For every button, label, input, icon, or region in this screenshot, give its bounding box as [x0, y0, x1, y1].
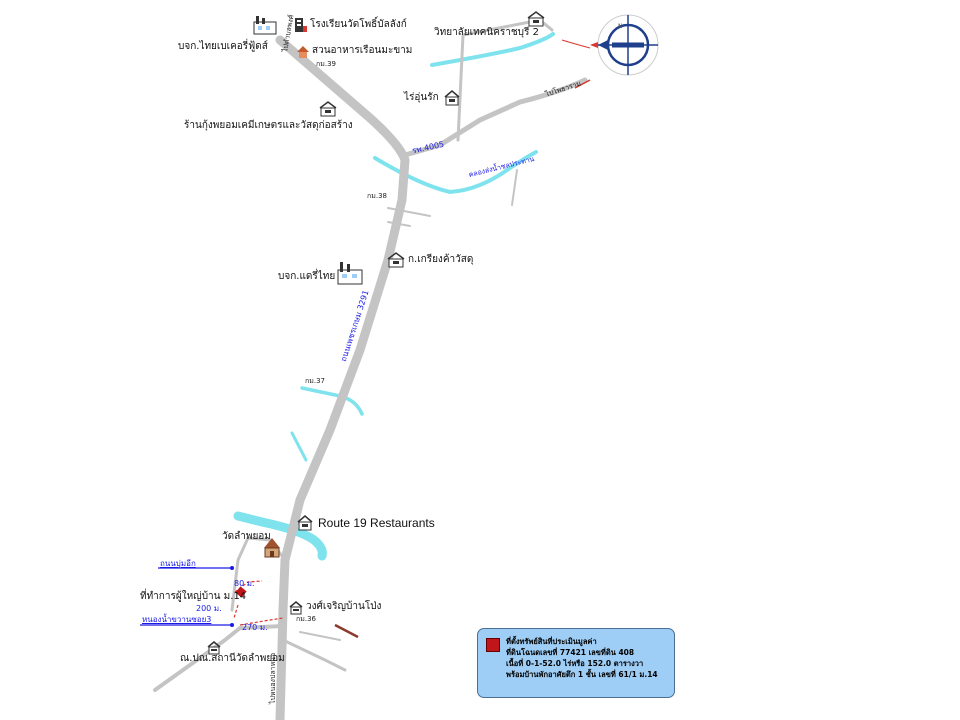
label-km38: กม.38: [367, 192, 387, 200]
shop-icon: [443, 90, 461, 106]
brown-lane: [334, 623, 359, 639]
label-wong-shop: วงศ์เจริญบ้านโป่ง: [306, 601, 382, 612]
canal-mid: [373, 150, 538, 195]
label-km39: กม.39: [316, 60, 336, 68]
canal-small: [290, 431, 308, 462]
label-post-office: ณ.ปณ.สถานีวัดลำพยอม: [180, 653, 285, 664]
label-garden-restaurant: สวนอาหารเรือนมะขาม: [312, 45, 413, 56]
shop-icon: [296, 515, 314, 531]
canal-km37: [300, 386, 364, 416]
legend-line-3: เนื้อที่ 0-1-52.0 ไร่หรือ 152.0 ตารางวา: [506, 658, 644, 668]
label-restaurants: Route 19 Restaurants: [318, 516, 435, 530]
school-icon: [294, 16, 308, 34]
label-wat: วัดลำพยอม: [222, 531, 271, 542]
legend-line-1: ที่ตั้งทรัพย์สินที่ประเมินมูลค่า: [506, 637, 597, 646]
subject-marker-swatch: [486, 638, 500, 652]
legend-line-2: ที่ดินโฉนดเลขที่ 77421 เลขที่ดิน 408: [506, 647, 635, 657]
label-km36: กม.36: [296, 615, 316, 623]
canal-wat: [233, 511, 327, 561]
label-shrimp-shop: ร้านกุ้งพยอมเคมีเกษตรและวัสดุก่อสร้าง: [184, 120, 353, 131]
shop-icon: [526, 10, 546, 28]
label-dist80: 80 ม.: [234, 579, 255, 588]
label-village-soi: หนองน้ำขวานซอย3: [142, 615, 212, 624]
compass-icon: N: [590, 14, 659, 76]
road-km38: [387, 207, 431, 217]
label-km37: กม.37: [305, 377, 325, 385]
legend-line-4: พร้อมบ้านพักอาศัยตึก 1 ชั้น เลขที่ 61/1 …: [506, 669, 658, 679]
label-dist270: 270 ม.: [242, 623, 268, 632]
svg-text:N: N: [618, 23, 623, 30]
road-right-spur: [511, 169, 518, 206]
factory-icon: [336, 260, 364, 286]
road-km38-b: [387, 221, 411, 227]
label-headman-office: ที่ทำการผู้ใหญ่บ้าน ม.14: [140, 591, 247, 602]
main-highway: [275, 35, 410, 720]
road-left-loop: [153, 624, 285, 692]
canal-top: [430, 32, 555, 67]
road-lower-right-b: [299, 631, 341, 641]
label-bottom-highway: ไปหนองปลาหมอ: [269, 652, 278, 705]
shop-icon: [318, 100, 338, 118]
shop-icon: [288, 600, 304, 615]
road-college: [456, 18, 554, 142]
legend-box: ที่ตั้งทรัพย์สินที่ประเมินมูลค่า ที่ดินโ…: [477, 628, 675, 698]
label-school: โรงเรียนวัดโพธิ์บัลลังก์: [310, 19, 407, 30]
label-kriang-shop: ก.เกรียงค้าวัสดุ: [408, 254, 474, 265]
shop-icon: [206, 640, 222, 655]
label-road-left: ถนนบุ่มอีก: [160, 559, 196, 568]
canals: [233, 32, 555, 561]
label-rai-uncle: ไร่อุ่นรัก: [404, 92, 439, 103]
label-dairy-thai: บจก.แดรี่ไทย: [278, 271, 336, 282]
subject-property-marker: [235, 586, 247, 598]
road-4005: [402, 77, 588, 158]
factory-icon: [252, 14, 278, 36]
road-lower-right: [281, 638, 347, 672]
roads: [153, 18, 588, 720]
shop-icon: [386, 251, 406, 269]
house-icon: [296, 44, 310, 58]
label-tech-college: วิทยาลัยเทคนิคราชบุรี 2: [434, 27, 539, 38]
label-dist200: 200 ม.: [196, 604, 222, 613]
temple-icon: [262, 537, 282, 559]
label-thai-baker: บจก.ไทยเบเคอรี่ฟู้ดส์: [178, 41, 268, 52]
